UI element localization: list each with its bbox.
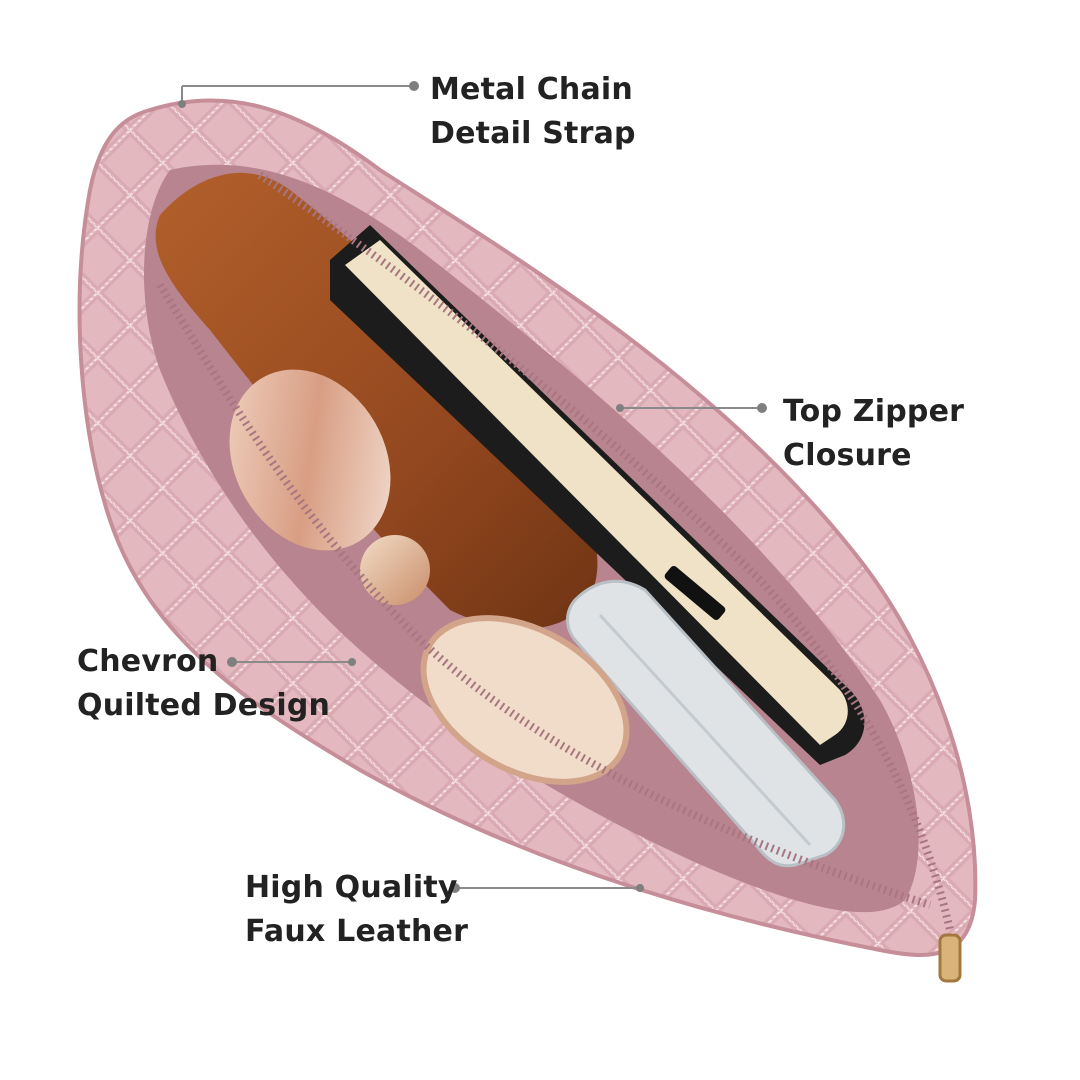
callout-line: Chevron [77, 644, 219, 679]
notebook-pages [345, 240, 848, 745]
callout-line: Closure [783, 438, 912, 473]
callout-chevron-quilted: Chevron Quilted Design [77, 640, 330, 728]
wallet-fold-line [598, 613, 812, 847]
callout-faux-leather: High Quality Faux Leather [245, 866, 468, 954]
callout-metal-chain: Metal Chain Detail Strap [430, 68, 636, 156]
callout-line: Faux Leather [245, 914, 469, 949]
callout-line: Quilted Design [77, 688, 331, 723]
callout-line: Detail Strap [430, 116, 636, 151]
leader-faux-leather [450, 883, 644, 893]
notebook-elastic [664, 566, 726, 620]
callout-line: Metal Chain [430, 72, 633, 107]
leader-metal-chain [178, 81, 419, 108]
leader-chevron [227, 657, 356, 667]
brown-leather-pouch [155, 172, 598, 629]
callout-line: High Quality [245, 870, 458, 905]
gray-wallet [566, 579, 846, 868]
top-zipper-track [257, 171, 954, 931]
callout-line: Top Zipper [783, 394, 965, 429]
compact-mirror [229, 369, 391, 551]
leader-top-zipper [616, 403, 767, 413]
zipper-pull-icon [938, 933, 962, 983]
callout-top-zipper: Top Zipper Closure [783, 390, 964, 478]
lipstick-cap [360, 535, 430, 605]
